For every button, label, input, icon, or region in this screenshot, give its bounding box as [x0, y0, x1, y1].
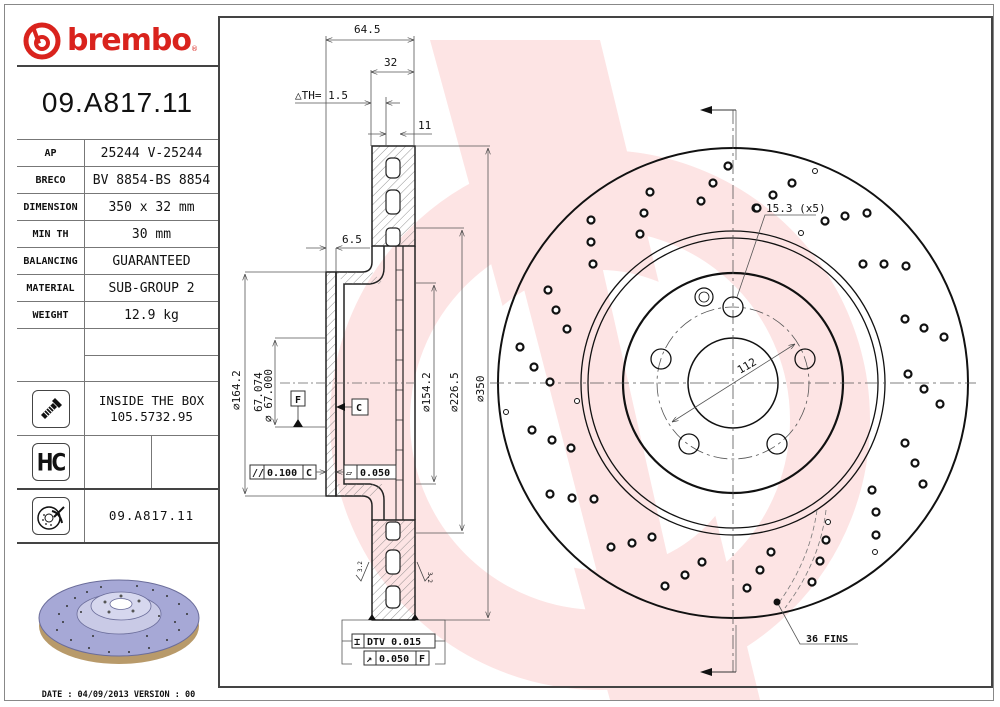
brand-name: brembo	[67, 23, 192, 58]
disc-part-number: 09.A817.11	[108, 508, 195, 523]
screw-icon	[31, 389, 70, 428]
blank-row	[17, 329, 218, 382]
dim-hat-wall: 6.5	[342, 233, 362, 246]
hc-badge-icon: HC	[31, 443, 70, 481]
inside-box-part: 105.5732.95	[110, 408, 193, 424]
spec-key: MIN TH	[17, 221, 85, 247]
disc-row: 09.A817.11	[17, 490, 218, 544]
dtv-value: DTV 0.015	[367, 637, 421, 648]
surface-mark-left: 3.2	[357, 561, 364, 572]
spec-row-ap: AP 25244 V-25244	[17, 140, 218, 167]
outer-frame	[4, 4, 994, 701]
dim-d-226: ⌀226.5	[448, 372, 461, 412]
spec-key: MATERIAL	[17, 275, 85, 301]
runout-value: 0.050	[379, 654, 409, 665]
section-view	[245, 36, 737, 676]
brake-disc-icon	[31, 497, 70, 535]
spec-key: DIMENSION	[17, 194, 85, 220]
part-number: 09.A817.11	[17, 67, 218, 140]
pcd-dimension: 112	[735, 355, 759, 376]
drill-holes	[515, 161, 949, 593]
spec-key: BALANCING	[17, 248, 85, 274]
dim-delta-th: △TH= 1.5	[295, 89, 348, 102]
dim-d-hat: ⌀164.2	[230, 370, 243, 410]
fins-callout: 36 FINS	[806, 634, 848, 645]
parallelism-value: 0.100	[267, 468, 297, 479]
spec-value: 12.9 kg	[124, 307, 179, 323]
spec-row-material: MATERIAL SUB-GROUP 2	[17, 275, 218, 302]
inside-box-row: INSIDE THE BOX 105.5732.95	[17, 382, 218, 436]
runout-datum: F	[419, 654, 425, 665]
dim-overall: 64.5	[354, 23, 381, 36]
surface-mark-right: 3.2	[426, 572, 433, 583]
brembo-logo-icon	[23, 22, 61, 59]
registered-mark: ®	[190, 45, 198, 53]
dim-vent-gap: 11	[418, 119, 431, 132]
spec-row-dimension: DIMENSION 350 x 32 mm	[17, 194, 218, 221]
spec-row-breco: BRECO BV 8854-BS 8854	[17, 167, 218, 194]
spec-row-balancing: BALANCING GUARANTEED	[17, 248, 218, 275]
spec-value: 25244 V-25244	[100, 145, 203, 161]
flatness-value: 0.050	[360, 468, 390, 479]
spec-value: 30 mm	[131, 226, 172, 242]
parallelism-datum: C	[306, 468, 312, 479]
parallelism-symbol: //	[252, 468, 264, 479]
spec-key: BRECO	[17, 167, 85, 193]
spec-row-min-th: MIN TH 30 mm	[17, 221, 218, 248]
spec-value: BV 8854-BS 8854	[92, 172, 211, 188]
title-block: brembo ® 09.A817.11 AP 25244 V-25244 BRE…	[17, 16, 220, 688]
dim-bore-min: ⌀ 67.000	[262, 369, 275, 422]
datum-f-label: F	[295, 395, 301, 406]
dtv-symbol: ⌶	[354, 637, 360, 648]
front-view	[490, 110, 976, 672]
brake-disc-render	[38, 579, 200, 664]
dim-thickness: 32	[384, 56, 397, 69]
brand-logo: brembo ®	[17, 16, 218, 67]
datum-c-label: C	[356, 403, 362, 414]
spec-key: WEIGHT	[17, 302, 85, 328]
dim-d-350: ⌀350	[474, 376, 487, 403]
inside-box-label: INSIDE THE BOX	[98, 392, 205, 408]
hc-row: HC	[17, 436, 218, 490]
spec-value: SUB-GROUP 2	[108, 280, 195, 296]
spec-row-weight: WEIGHT 12.9 kg	[17, 302, 218, 329]
spec-value: 350 x 32 mm	[108, 199, 195, 215]
dim-bore-max: 67.074	[252, 372, 265, 412]
runout-symbol: ↗	[366, 654, 372, 665]
date-version: DATE : 04/09/2013 VERSION : 00	[41, 690, 196, 700]
bolt-hole-callout: 15.3 (x5)	[766, 202, 826, 215]
dim-d-154: ⌀154.2	[420, 372, 433, 412]
spec-key: AP	[17, 140, 85, 166]
spec-value: GUARANTEED	[112, 253, 191, 269]
flatness-symbol: ▱	[346, 468, 352, 479]
